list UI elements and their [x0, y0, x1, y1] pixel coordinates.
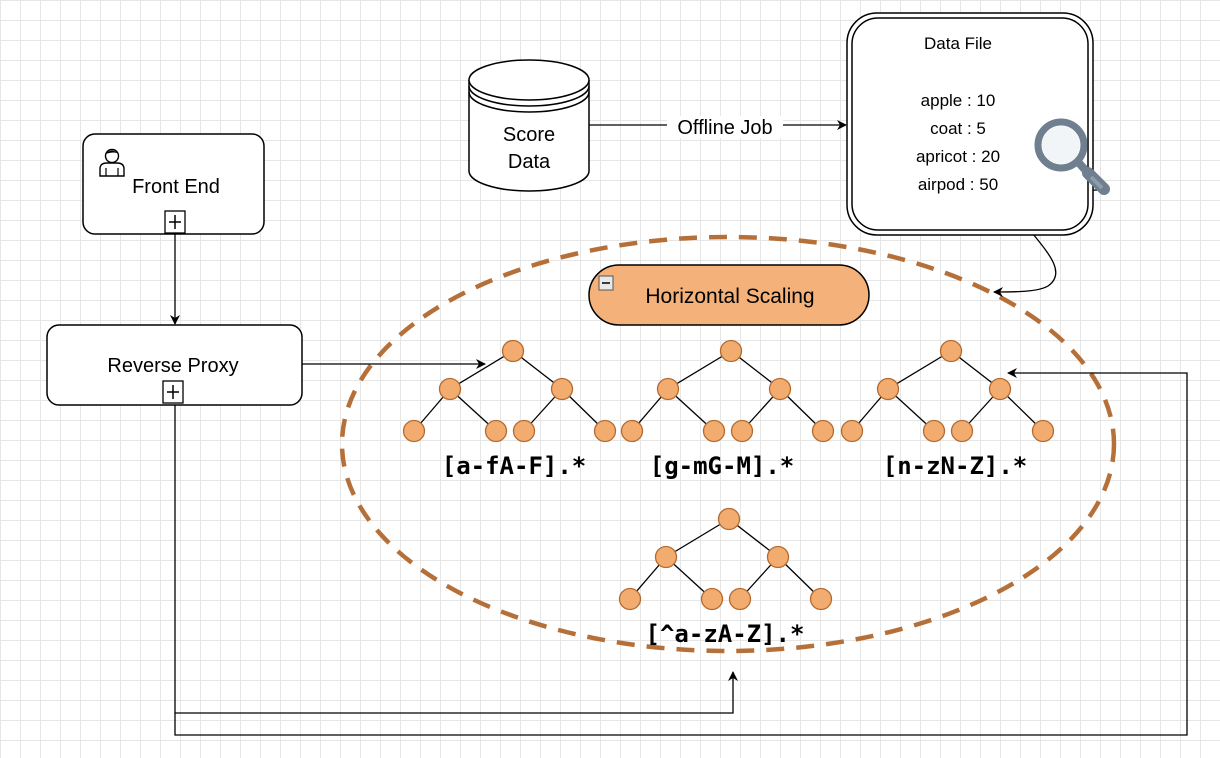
tree-node: [550, 377, 574, 401]
tree-edge: [665, 518, 730, 558]
tree-node: [656, 377, 680, 401]
tree-node: [1031, 419, 1055, 443]
user-icon: [99, 148, 125, 177]
tree-node: [768, 377, 792, 401]
tree-node: [730, 419, 754, 443]
data-file-entry: airpod : 50: [918, 175, 998, 194]
tree-node: [809, 587, 833, 611]
reverse-proxy-box[interactable]: [46, 324, 303, 406]
tree-node: [840, 419, 864, 443]
tree-node: [654, 545, 678, 569]
tree-node: [512, 419, 536, 443]
tree-node: [438, 377, 462, 401]
tree-edge: [887, 350, 952, 390]
data-file-title: Data File: [924, 34, 992, 53]
tree-edge: [667, 350, 732, 390]
data-file-node[interactable]: Data File apple : 10 coat : 5 apricot : …: [846, 12, 1094, 236]
tree-node: [939, 339, 963, 363]
shard-pattern-n-z: [n-zN-Z].*: [883, 452, 1028, 480]
score-data-label-line2: Data: [508, 151, 551, 173]
front-end-label: Front End: [132, 176, 220, 198]
edge-proxy-shard-n-z: [174, 368, 1188, 736]
tree-node: [402, 419, 426, 443]
offline-job-label-bg: [667, 116, 783, 138]
tree-node: [950, 419, 974, 443]
magnifier-icon: [1034, 118, 1110, 195]
tree-node: [593, 419, 617, 443]
expand-front-end-button[interactable]: [164, 210, 186, 234]
horizontal-scaling-label[interactable]: Horizontal Scaling: [588, 264, 870, 326]
tree-edge: [449, 350, 514, 390]
tree-node: [700, 587, 724, 611]
expand-reverse-proxy-button[interactable]: [162, 380, 184, 404]
reverse-proxy-label: Reverse Proxy: [107, 355, 238, 377]
tree-node: [922, 419, 946, 443]
offline-job-label: Offline Job: [677, 117, 772, 139]
tree-node: [620, 419, 644, 443]
tree-node: [501, 339, 525, 363]
data-file-entry: apricot : 20: [916, 147, 1000, 166]
tree-node: [618, 587, 642, 611]
shard-pattern-other: [^a-zA-Z].*: [646, 620, 805, 648]
tree-node: [719, 339, 743, 363]
shard-pattern-g-m: [g-mG-M].*: [650, 452, 795, 480]
tree-g-m: [620, 339, 835, 443]
tree-node: [766, 545, 790, 569]
tree-node: [988, 377, 1012, 401]
front-end-node[interactable]: Front End: [82, 133, 265, 235]
tree-node: [728, 587, 752, 611]
edge-proxy-shard-other: [174, 404, 738, 714]
shard-pattern-a-f: [a-fA-F].*: [442, 452, 587, 480]
score-data-label-line1: Score: [503, 124, 555, 146]
minus-icon[interactable]: [598, 275, 614, 291]
data-file-entry: apple : 10: [921, 91, 996, 110]
trees-group: [402, 339, 1055, 611]
tree-a-f: [402, 339, 617, 443]
tree-node: [811, 419, 835, 443]
scaling-group-ellipse: [339, 234, 1117, 654]
tree-n-z: [840, 339, 1055, 443]
data-file-entry: coat : 5: [930, 119, 986, 138]
tree-node: [484, 419, 508, 443]
tree-node: [717, 507, 741, 531]
reverse-proxy-node[interactable]: Reverse Proxy: [46, 324, 303, 406]
tree-other: [618, 507, 833, 611]
tree-node: [876, 377, 900, 401]
horizontal-scaling-text: Horizontal Scaling: [645, 285, 814, 308]
score-data-database[interactable]: Score Data: [468, 59, 590, 192]
tree-node: [702, 419, 726, 443]
front-end-box[interactable]: [82, 133, 265, 235]
